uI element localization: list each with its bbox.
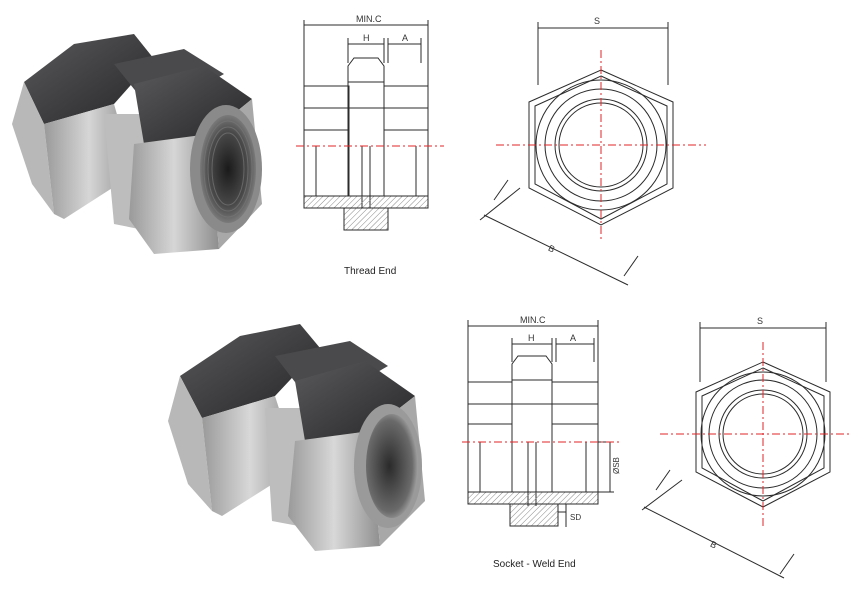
sb-label: ØSB <box>612 457 621 474</box>
thread-end-caption: Thread End <box>344 266 397 277</box>
socket-weld-union-photo <box>160 296 430 558</box>
a-label: A <box>402 33 408 43</box>
b-label: B <box>709 539 719 551</box>
a-label: A <box>570 333 576 343</box>
h-label: H <box>363 33 370 43</box>
s-label: S <box>757 316 763 326</box>
thread-end-union-photo <box>4 4 266 266</box>
thread-end-section-drawing: MIN.C H A <box>296 8 446 248</box>
socket-weld-front-view: S B <box>630 312 852 582</box>
min-c-label: MIN.C <box>356 14 382 24</box>
b-label: B <box>547 243 557 255</box>
socket-weld-caption: Socket - Weld End <box>493 559 576 570</box>
h-label: H <box>528 333 535 343</box>
s-label: S <box>594 16 600 26</box>
socket-weld-section-drawing: MIN.C H A ØSB SD <box>462 312 622 542</box>
thread-end-front-view: S B <box>466 10 706 290</box>
sd-label: SD <box>570 513 581 522</box>
min-c-label: MIN.C <box>520 315 546 325</box>
